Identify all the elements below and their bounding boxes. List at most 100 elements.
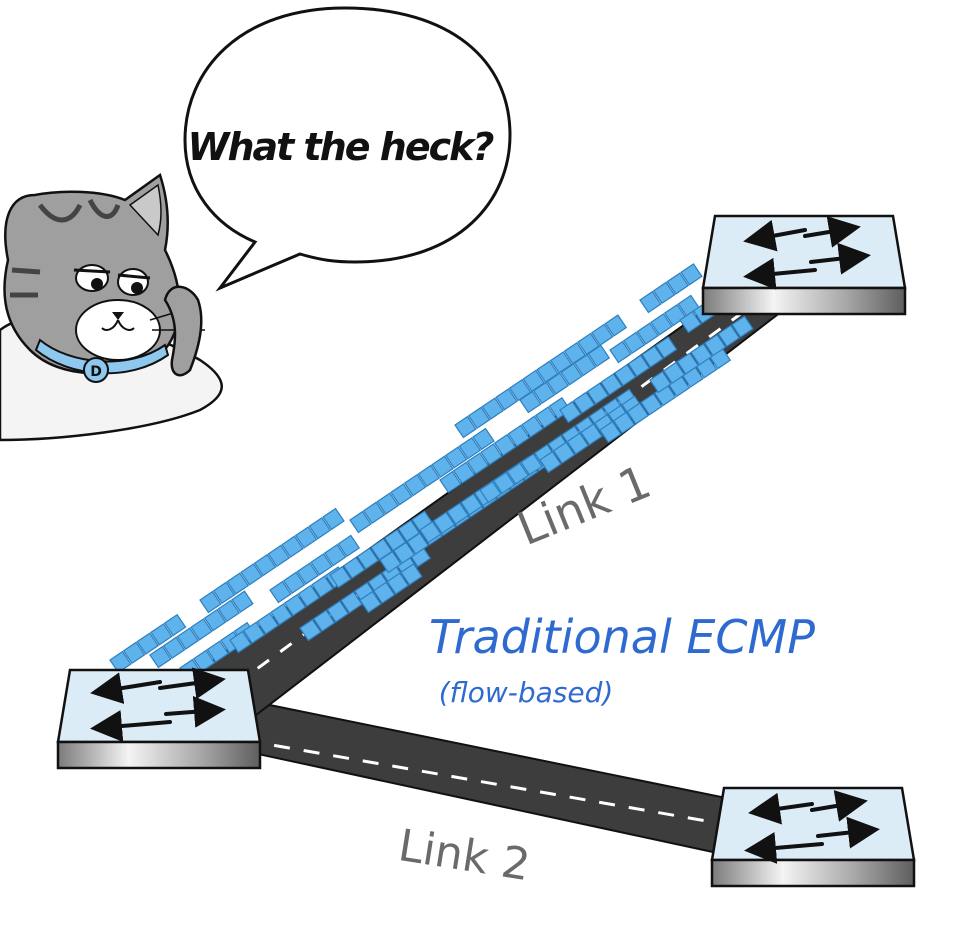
switch-bottom-right xyxy=(710,786,916,888)
packet xyxy=(508,378,532,402)
packet xyxy=(270,603,293,626)
packet xyxy=(676,352,700,375)
packet xyxy=(521,415,544,438)
packet xyxy=(312,609,336,633)
packet xyxy=(559,400,582,424)
bidirectional-arrows-icon xyxy=(744,790,880,864)
packet xyxy=(356,547,380,570)
packet xyxy=(492,471,516,495)
packet xyxy=(444,446,468,469)
packet xyxy=(342,556,366,580)
packet xyxy=(534,406,558,429)
packet xyxy=(432,511,456,535)
packet xyxy=(229,630,252,654)
packet xyxy=(386,572,410,595)
packet xyxy=(472,427,495,451)
packet xyxy=(176,627,200,650)
packet xyxy=(446,502,470,525)
packet xyxy=(573,353,597,377)
packet xyxy=(163,613,187,637)
packet xyxy=(627,354,651,378)
packet xyxy=(703,333,727,357)
packet xyxy=(269,580,292,604)
packet xyxy=(546,372,570,395)
packet xyxy=(417,464,441,488)
packet xyxy=(308,516,332,540)
packet xyxy=(580,423,603,446)
packet xyxy=(431,455,454,478)
packet xyxy=(612,411,636,435)
packet xyxy=(379,550,402,574)
packet xyxy=(507,424,531,448)
packet xyxy=(479,480,502,504)
packet xyxy=(481,397,505,420)
packet xyxy=(549,351,573,374)
packet xyxy=(376,492,400,515)
packet xyxy=(150,623,173,646)
cat-icon: D xyxy=(0,172,223,442)
packet xyxy=(340,591,363,614)
packet xyxy=(322,507,345,531)
packet xyxy=(162,636,186,660)
packet xyxy=(572,391,596,415)
packet xyxy=(400,563,423,586)
packet xyxy=(392,541,416,565)
packet xyxy=(326,600,350,623)
packet xyxy=(626,402,650,425)
bidirectional-arrows-icon xyxy=(90,667,226,742)
packet xyxy=(640,393,663,416)
packet xyxy=(226,572,250,595)
packet xyxy=(419,520,442,544)
collar-tag-letter: D xyxy=(90,364,102,380)
packet xyxy=(212,581,236,605)
packet xyxy=(283,593,307,617)
switch-top-right xyxy=(701,214,907,316)
packet xyxy=(577,332,600,356)
packet xyxy=(310,553,333,576)
packet xyxy=(680,263,703,286)
packet xyxy=(439,470,462,494)
packet xyxy=(253,553,277,577)
packet xyxy=(267,544,291,568)
packet xyxy=(256,612,280,635)
packet xyxy=(566,432,590,455)
packet xyxy=(599,420,622,444)
packet xyxy=(281,535,304,558)
packet xyxy=(662,361,686,385)
packet xyxy=(519,390,542,414)
packet xyxy=(109,650,132,674)
packet xyxy=(372,581,396,605)
packet xyxy=(586,382,610,405)
packet xyxy=(311,575,334,598)
packet xyxy=(654,336,678,359)
packet xyxy=(480,443,503,466)
packet xyxy=(563,341,587,365)
packet xyxy=(731,315,754,338)
packet xyxy=(282,571,306,595)
packet xyxy=(650,313,673,336)
packet xyxy=(122,641,146,665)
switch-left xyxy=(56,667,262,770)
ecmp-subtitle: (flow-based) xyxy=(439,676,614,709)
packet xyxy=(506,462,530,485)
packet xyxy=(539,450,562,474)
packet xyxy=(532,381,556,405)
packet xyxy=(390,483,413,506)
packet xyxy=(217,599,241,623)
packet xyxy=(149,645,172,669)
packet xyxy=(406,532,430,555)
packet xyxy=(359,590,382,614)
packet xyxy=(639,290,662,314)
packet xyxy=(452,461,476,485)
packet xyxy=(362,501,386,525)
packet xyxy=(560,363,583,386)
packet xyxy=(609,340,632,364)
packet xyxy=(203,608,227,632)
packet xyxy=(323,543,347,567)
packet xyxy=(622,331,646,355)
packet xyxy=(349,510,372,534)
packet xyxy=(717,324,741,348)
packet xyxy=(190,618,213,641)
link-2-label: Link 2 xyxy=(395,820,533,891)
